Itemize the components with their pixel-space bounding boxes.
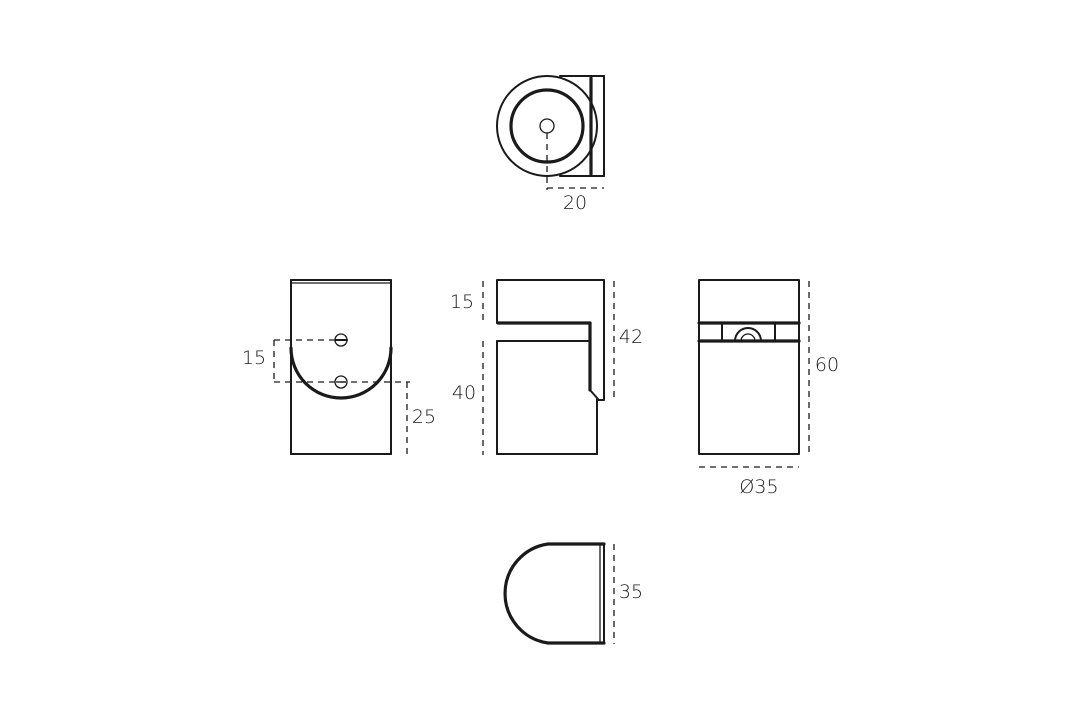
dim-label-depth: 35 (619, 581, 643, 603)
dim-label-screw-spacing: 15 (242, 347, 266, 369)
top-view: 20 (496, 75, 605, 214)
clip-slot-icon (734, 327, 762, 342)
dim-label-width: 20 (563, 192, 587, 214)
screw-icon (334, 333, 348, 347)
inner-circle (509, 88, 585, 164)
bottom-view: 35 (503, 542, 643, 645)
bottom-profile (503, 542, 606, 645)
dim-label-height: 60 (815, 354, 839, 376)
dim-label-diameter: Ø35 (739, 476, 778, 498)
side-left-view: 15 25 (242, 279, 436, 455)
outer-circle (496, 75, 598, 177)
dim-label-top-section: 15 (450, 291, 474, 313)
front-view: 15 40 42 (450, 279, 643, 455)
center-hole (539, 118, 555, 134)
dim-label-slot-depth: 42 (619, 326, 643, 348)
dim-label-lower-section: 40 (452, 382, 476, 404)
dim-label-lower-screw: 25 (412, 406, 436, 428)
side-right-view: 60 Ø35 (697, 279, 839, 498)
rounded-cutout (289, 346, 393, 400)
